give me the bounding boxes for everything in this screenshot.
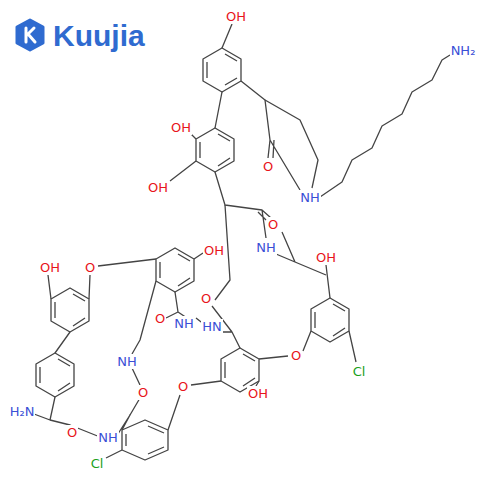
atom-label: OH [225,9,247,24]
atom-label: OH [147,180,169,195]
atom-label: Cl [352,364,367,379]
atom-label: NH₂ [450,43,477,58]
atom-label: OH [39,260,61,275]
atom-label: H₂N [9,404,36,419]
atom-label: NH [255,240,277,255]
atom-label: O [84,260,96,275]
atom-label: OH [247,386,269,401]
atom-label: NH [299,190,321,205]
brand-name: Kuujia [52,19,146,53]
atom-label: O [66,425,78,440]
atom-label: NH [173,316,195,331]
atom-label: O [177,379,189,394]
atom-label: OH [315,250,337,265]
bonds [34,24,450,460]
atom-label: O [137,385,149,400]
atom-label: O [200,291,212,306]
atom-label: OH [170,120,192,135]
atom-label: O [262,159,274,174]
atom-label: NH [97,430,119,445]
atom-label: O [290,348,302,363]
atom-label: OH [203,243,225,258]
atom-label: O [267,217,279,232]
atom-label: NH [116,354,138,369]
atom-label: O [154,311,166,326]
atom-label: Cl [90,456,105,471]
atom-label: HN [201,319,223,334]
kuujia-logo [17,20,43,50]
